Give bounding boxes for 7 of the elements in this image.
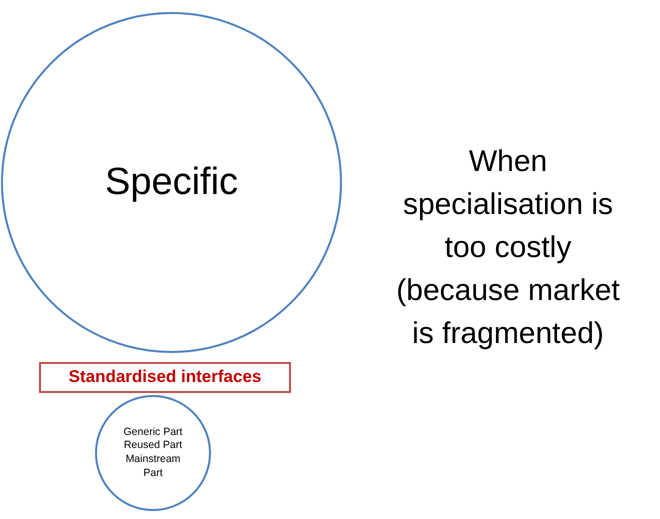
note-text: When specialisation is too costly (because market is fragmented) bbox=[395, 144, 621, 352]
node-text: Mainstream Part bbox=[124, 453, 182, 480]
node-text: Specific bbox=[104, 162, 240, 204]
node-text: Reused Part bbox=[122, 439, 184, 453]
node-text: Generic Part bbox=[122, 426, 184, 440]
node-text: Standardised interfaces bbox=[68, 368, 262, 387]
banner-frame bbox=[39, 362, 291, 393]
